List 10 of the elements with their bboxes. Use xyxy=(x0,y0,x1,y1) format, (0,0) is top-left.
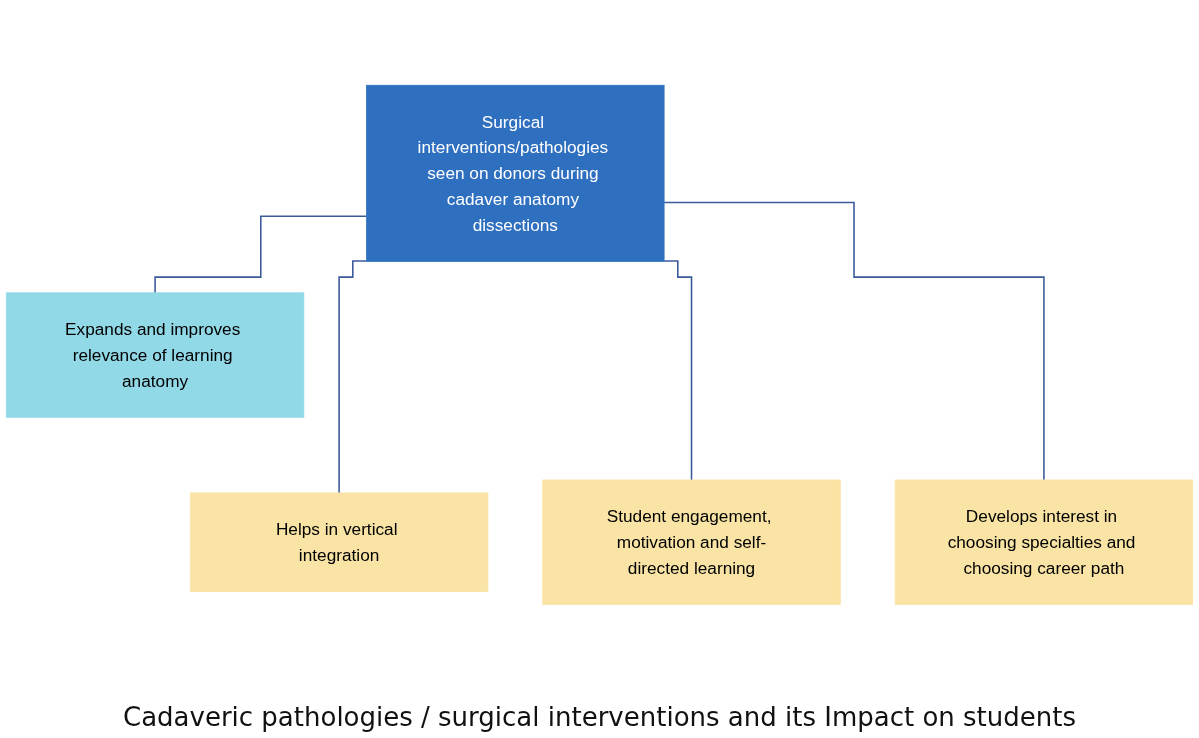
node-box: Expands and improves relevance of learning anatomy xyxy=(5,292,305,418)
caption: Cadaveric pathologies / surgical interventions and its Impact on students xyxy=(122,702,1077,732)
node-box: Helps in vertical integration xyxy=(189,492,489,593)
node-box: Develops interest in choosing specialties and choosing career path xyxy=(894,479,1194,605)
connector xyxy=(154,215,368,294)
node-box: Surgical interventions/pathologies seen on donors during cadaver anatomy dissections xyxy=(366,85,665,262)
connector xyxy=(663,260,693,481)
node-box: Student engagement, motivation and self-directed learning xyxy=(542,479,841,605)
connector xyxy=(663,201,1045,481)
connector xyxy=(338,260,368,494)
